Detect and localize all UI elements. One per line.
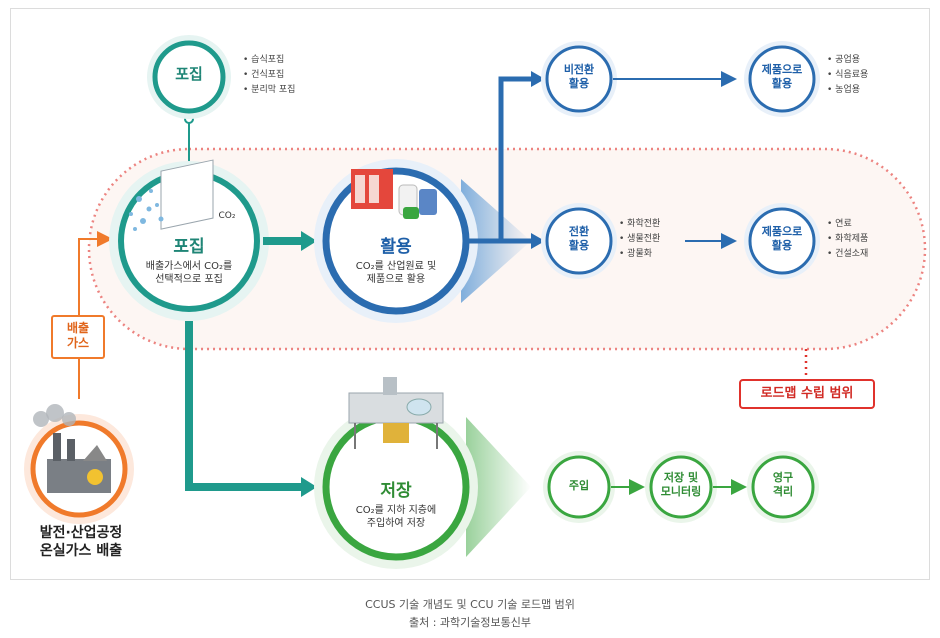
conversion-type-item: 광물화 [619,247,660,262]
product-a-use-item: 공업용 [827,53,868,68]
figure-source: 출처 : 과학기술정보통신부 [408,616,532,629]
product-a-line: 제품으로 [761,63,803,76]
capture-main-title: 포집 [173,237,205,257]
product-b-use-item: 건설소재 [827,247,868,262]
non-conversion-label: 비전환 활용 [549,63,609,91]
emission-gas-line: 배출 [66,321,90,335]
branch-to-conversion-head [531,233,545,249]
product-a-use-item: 식음료용 [827,68,868,83]
utilization-illustration [351,169,437,219]
conversion-type-item: 생물전환 [619,232,660,247]
co2-bubbles [129,189,164,231]
storage-desc-line: 주입하여 저장 [366,517,426,529]
monitoring-line: 저장 및 [663,471,699,484]
product-a-circle [748,45,816,113]
isolation-circle [751,455,815,519]
storage-fade-arrow [466,417,531,557]
product-b-line: 제품으로 [761,225,803,238]
capture-method-item: 건식포집 [243,68,295,83]
injection-circle [547,455,611,519]
conversion-line: 활용 [568,238,590,252]
isolation-line: 영구 [772,471,794,484]
isolation-line: 격리 [772,484,794,498]
conversion-circle [545,207,613,275]
non-conversion-line: 활용 [568,76,590,90]
product-b-uses-list: 연료 화학제품 건설소재 [827,217,868,262]
capture-to-utilization-head [301,231,317,251]
roadmap-scope-label: 로드맵 수립 범위 [739,379,875,409]
co2-label: CO₂ [218,211,236,221]
injection-label: 주입 [568,479,590,492]
capture-method-item: 분리막 포집 [243,83,295,98]
capture-to-storage-head [301,477,317,497]
diagram-canvas [24,35,927,569]
capture-filter-illustration [160,159,214,230]
monitoring-label: 저장 및 모니터링 [647,471,715,499]
utilization-desc: CO₂를 산업원료 및 제품으로 활용 [328,261,464,286]
capture-methods-list: 습식포집 건식포집 분리막 포집 [243,53,295,98]
capture-main-desc-line: 배출가스에서 CO₂를 [145,261,233,272]
conversion-types-list: 화학전환 생물전환 광물화 [619,217,660,262]
emission-source-label: 발전·산업공정 온실가스 배출 [11,525,151,560]
capture-method-item: 습식포집 [243,53,295,68]
storage-illustration [348,377,444,449]
product-b-line: 활용 [771,238,793,252]
product-a-use-item: 농업용 [827,83,868,98]
storage-desc-line: CO₂를 지하 지층에 [355,505,437,516]
capture-main-desc-line: 선택적으로 포집 [155,273,223,285]
storage-desc: CO₂를 지하 지층에 주입하여 저장 [328,505,464,530]
monitoring-circle [649,455,713,519]
capture-to-storage-arrow [185,321,303,491]
branch-to-non-conversion-head [531,71,545,87]
capture-main-desc: 배출가스에서 CO₂를 선택적으로 포집 [121,261,257,286]
utilization-title: 활용 [380,237,412,257]
monitoring-line: 모니터링 [660,484,702,498]
product-a-uses-list: 공업용 식음료용 농업용 [827,53,868,98]
non-conversion-line: 비전환 [563,63,595,76]
product-b-use-item: 화학제품 [827,232,868,247]
emission-gas-line: 가스 [66,336,90,350]
branch-to-non-conversion [467,76,533,244]
capture-top-circle [152,40,226,114]
factory-icon [33,404,111,493]
isolation-label: 영구 격리 [753,471,813,499]
capture-top-title: 포집 [175,65,203,83]
emission-source-line: 발전·산업공정 [39,525,123,541]
product-a-label: 제품으로 활용 [749,63,815,91]
utilization-desc-line: CO₂를 산업원료 및 [355,261,437,272]
non-conversion-circle [545,45,613,113]
product-b-circle [748,207,816,275]
product-a-line: 활용 [771,76,793,90]
utilization-desc-line: 제품으로 활용 [366,273,426,285]
figure-caption: CCUS 기술 개념도 및 CCU 기술 로드맵 범위 [365,598,575,611]
emission-source-line: 온실가스 배출 [39,542,123,559]
diagram-frame: 포집 습식포집 건식포집 분리막 포집 CO₂ 포집 배출가스에서 CO₂를 선… [10,8,930,580]
product-b-use-item: 연료 [827,217,868,232]
conversion-label: 전환 활용 [549,225,609,253]
conversion-type-item: 화학전환 [619,217,660,232]
emission-gas-tag: 배출 가스 [51,315,105,359]
conversion-line: 전환 [568,225,590,238]
storage-title: 저장 [380,481,412,501]
product-b-label: 제품으로 활용 [749,225,815,253]
